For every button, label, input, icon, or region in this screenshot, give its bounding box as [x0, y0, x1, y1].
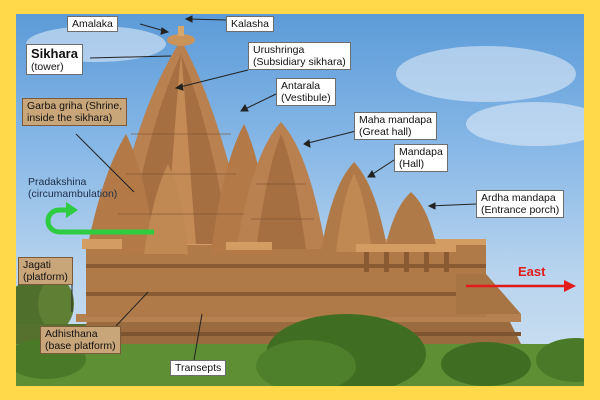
garba-griha-sub: inside the sikhara) — [27, 112, 113, 124]
ardha-mandapa-sub: (Entrance porch) — [481, 204, 560, 216]
label-sikhara: Sikhara (tower) — [26, 44, 83, 75]
jagati-title: Jagati — [23, 259, 52, 271]
maha-mandapa-title: Maha mandapa — [359, 114, 432, 126]
east-label: East — [518, 264, 546, 279]
label-pradakshina: Pradakshina (circumambulation) — [28, 176, 117, 200]
foreground-bushes — [16, 314, 584, 386]
pointer-lines — [71, 15, 477, 361]
amalaka-text: Amalaka — [72, 18, 113, 30]
ardha-mandapa-title: Ardha mandapa — [481, 192, 556, 204]
sikhara-sub: (tower) — [31, 61, 64, 73]
label-amalaka: Amalaka — [67, 16, 118, 32]
antarala-title: Antarala — [281, 80, 321, 92]
label-mandapa: Mandapa (Hall) — [394, 144, 448, 172]
label-kalasha: Kalasha — [226, 16, 274, 32]
label-urushringa: Urushringa (Subsidiary sikhara) — [248, 42, 351, 70]
urushringa-sub: (Subsidiary sikhara) — [253, 56, 346, 68]
label-transepts: Transepts — [170, 360, 227, 376]
mandapa-title: Mandapa — [399, 146, 443, 158]
sikhara-title: Sikhara — [31, 46, 78, 61]
label-antarala: Antarala (Vestibule) — [276, 78, 336, 106]
temple-illustration — [16, 15, 584, 386]
adhisthana-title: Adhisthana — [45, 328, 98, 340]
label-ardha-mandapa: Ardha mandapa (Entrance porch) — [476, 190, 565, 218]
temple-body — [82, 26, 521, 317]
circumambulation-arrow-icon — [45, 202, 154, 235]
east-arrow-icon — [466, 280, 576, 292]
transepts-text: Transepts — [175, 362, 222, 374]
label-adhisthana: Adhisthana (base platform) — [40, 326, 121, 354]
garba-griha-title: Garba griha (Shrine, — [27, 100, 123, 112]
pradakshina-title: Pradakshina — [28, 176, 87, 188]
adhisthana-sub: (base platform) — [45, 340, 116, 352]
maha-mandapa-sub: (Great hall) — [359, 126, 412, 138]
label-maha-mandapa: Maha mandapa (Great hall) — [354, 112, 437, 140]
jagati-sub: (platform) — [23, 271, 68, 283]
temple-photo: Amalaka Kalasha Sikhara (tower) Urushrin… — [16, 14, 584, 386]
mandapa-sub: (Hall) — [399, 158, 425, 170]
label-garba-griha: Garba griha (Shrine, inside the sikhara) — [22, 98, 128, 126]
antarala-sub: (Vestibule) — [281, 92, 331, 104]
kalasha-text: Kalasha — [231, 18, 269, 30]
urushringa-title: Urushringa — [253, 44, 305, 56]
label-jagati: Jagati (platform) — [18, 257, 73, 285]
pradakshina-sub: (circumambulation) — [28, 188, 118, 200]
